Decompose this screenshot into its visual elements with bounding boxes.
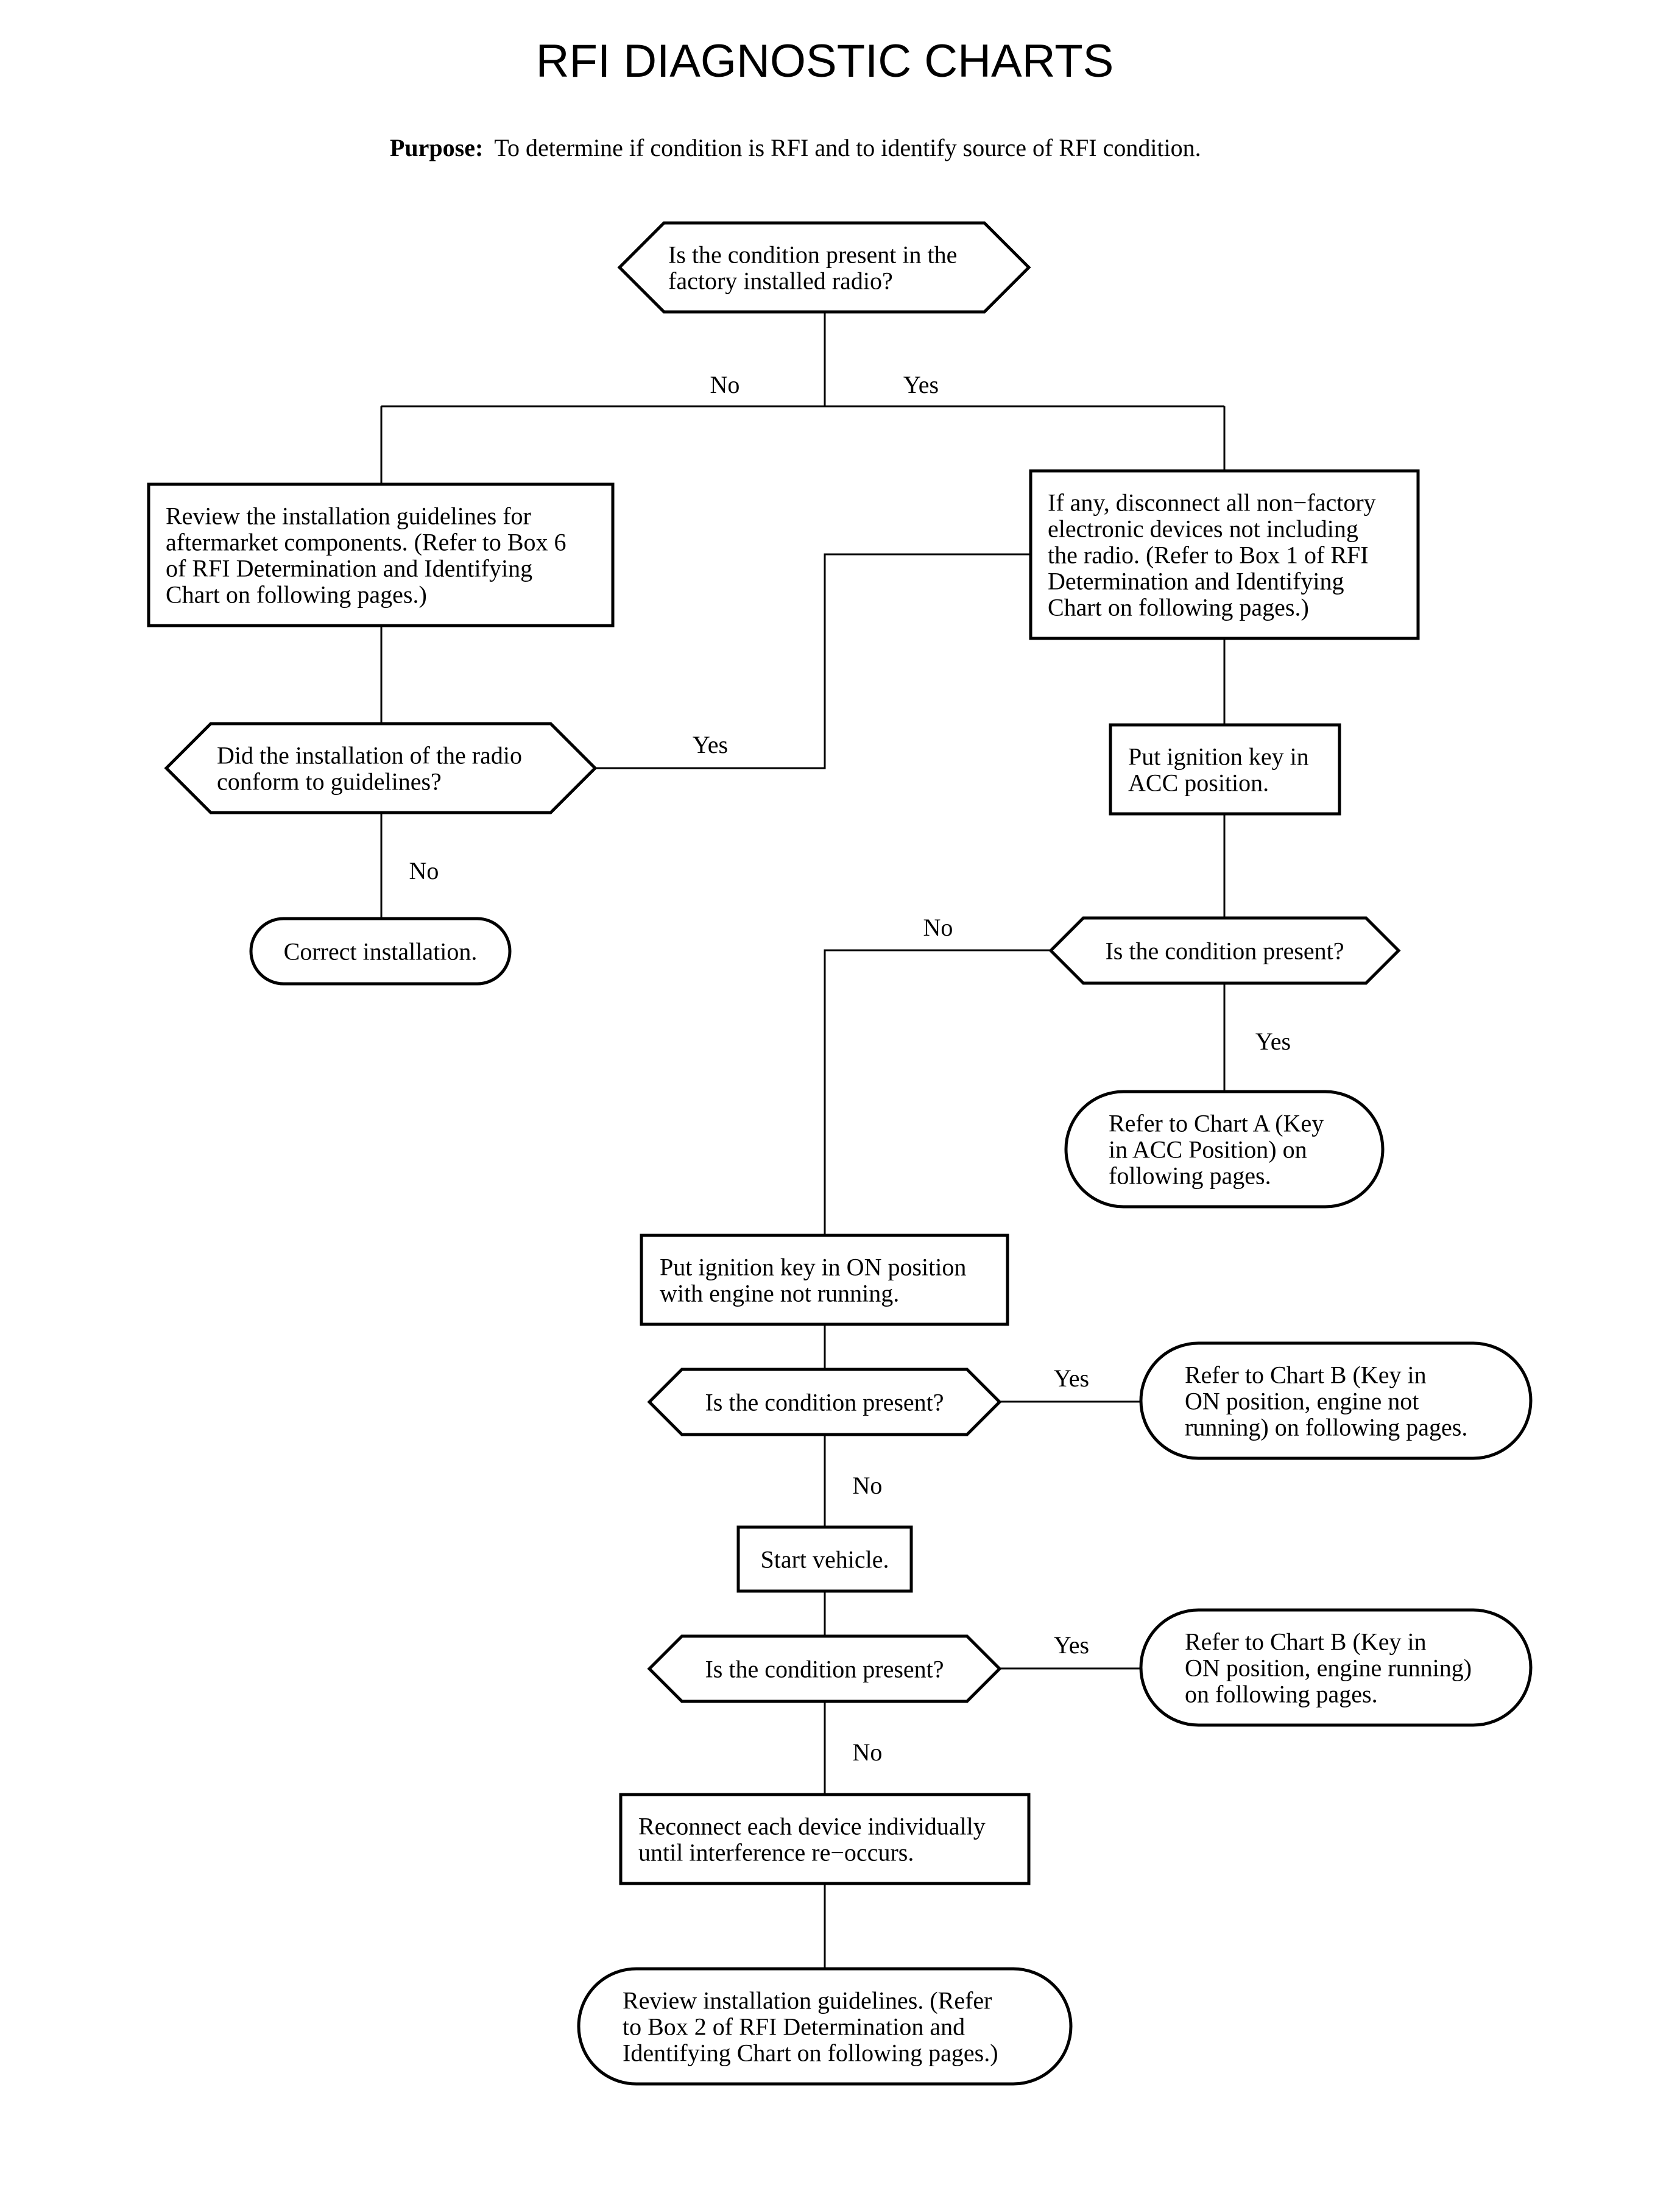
node-q-present-run: Is the condition present? bbox=[647, 1634, 1002, 1703]
node-q-conform: Did the installation of the radioconform… bbox=[164, 722, 598, 814]
node-text-line: electronic devices not including bbox=[1048, 515, 1358, 543]
node-text-line: on following pages. bbox=[1185, 1681, 1378, 1708]
process-shape bbox=[640, 1234, 1009, 1326]
node-text-line: to Box 2 of RFI Determination and bbox=[623, 2013, 965, 2041]
node-review-aftermarket: Review the installation guidelines foraf… bbox=[147, 482, 615, 627]
edge-label-factory-yes: Yes bbox=[903, 371, 939, 398]
edge-label-acc-no: No bbox=[923, 914, 953, 941]
process-shape bbox=[619, 1793, 1031, 1885]
node-text-line: Is the condition present? bbox=[705, 1656, 944, 1683]
terminal-shape bbox=[1139, 1341, 1533, 1460]
terminal-shape bbox=[1064, 1090, 1385, 1209]
node-text-line: Reconnect each device individually bbox=[638, 1813, 986, 1840]
edge-label-acc-yes: Yes bbox=[1255, 1028, 1291, 1055]
node-text-line: Did the installation of the radio bbox=[217, 742, 522, 769]
connector-line bbox=[824, 949, 1051, 1235]
node-text-line: in ACC Position) on bbox=[1109, 1136, 1307, 1163]
node-text-line: Start vehicle. bbox=[760, 1546, 889, 1573]
edge-label-conform-yes: Yes bbox=[693, 731, 728, 758]
terminal-shape bbox=[249, 917, 512, 986]
node-text-line: running) on following pages. bbox=[1185, 1414, 1467, 1441]
decision-shape bbox=[1048, 916, 1401, 985]
connector-line bbox=[595, 553, 1031, 769]
node-text-line: with engine not running. bbox=[660, 1280, 899, 1307]
purpose-text: To determine if condition is RFI and to … bbox=[494, 134, 1201, 161]
edge-label-conform-no: No bbox=[409, 857, 439, 884]
purpose-line: Purpose: To determine if condition is RFI… bbox=[390, 134, 1201, 161]
node-text-line: Refer to Chart B (Key in bbox=[1185, 1361, 1427, 1389]
node-disconnect: If any, disconnect all non−factoryelectr… bbox=[1029, 469, 1420, 640]
node-text-line: Identifying Chart on following pages.) bbox=[623, 2039, 998, 2067]
node-text-line: ON position, engine running) bbox=[1185, 1654, 1472, 1682]
node-text-line: Determination and Identifying bbox=[1048, 568, 1344, 595]
node-text-line: of RFI Determination and Identifying bbox=[166, 555, 532, 582]
node-text-line: ACC position. bbox=[1128, 769, 1269, 797]
node-text-line: Refer to Chart A (Key bbox=[1109, 1110, 1324, 1137]
purpose-label: Purpose: bbox=[390, 134, 483, 161]
node-text-line: If any, disconnect all non−factory bbox=[1048, 489, 1376, 517]
edge-label-run-yes: Yes bbox=[1054, 1631, 1089, 1659]
decision-shape bbox=[647, 1368, 1002, 1436]
node-text-line: until interference re−occurs. bbox=[638, 1839, 914, 1866]
process-shape bbox=[147, 482, 615, 627]
connector-lines bbox=[380, 312, 1226, 1969]
node-start-vehicle: Start vehicle. bbox=[736, 1525, 913, 1593]
process-shape bbox=[1109, 723, 1341, 816]
process-shape bbox=[736, 1525, 913, 1593]
node-text-line: Is the condition present in the bbox=[668, 241, 957, 269]
edge-label-factory-no: No bbox=[710, 371, 740, 398]
decision-shape bbox=[647, 1634, 1002, 1703]
decision-shape bbox=[164, 722, 598, 814]
node-review-final: Review installation guidelines. (Referto… bbox=[577, 1967, 1073, 2086]
page-title: RFI DIAGNOSTIC CHARTS bbox=[536, 35, 1114, 87]
node-text-line: the radio. (Refer to Box 1 of RFI bbox=[1048, 542, 1369, 569]
node-text-line: Review the installation guidelines for bbox=[166, 503, 531, 530]
node-text-line: Chart on following pages.) bbox=[1048, 594, 1309, 621]
node-text-line: factory installed radio? bbox=[668, 267, 893, 295]
decision-shape bbox=[617, 221, 1031, 314]
node-text-line: following pages. bbox=[1109, 1162, 1271, 1190]
process-shape bbox=[1029, 469, 1420, 640]
terminal-shape bbox=[577, 1967, 1073, 2086]
node-text-line: Is the condition present? bbox=[705, 1389, 944, 1416]
node-text-line: Put ignition key in bbox=[1128, 743, 1309, 771]
node-text-line: Refer to Chart B (Key in bbox=[1185, 1628, 1427, 1656]
node-text-line: conform to guidelines? bbox=[217, 768, 442, 796]
node-text-line: Chart on following pages.) bbox=[166, 581, 427, 609]
node-q-present-on: Is the condition present? bbox=[647, 1368, 1002, 1436]
node-text-line: Review installation guidelines. (Refer bbox=[623, 1987, 992, 2014]
node-text-line: ON position, engine not bbox=[1185, 1388, 1419, 1415]
edge-label-on-no: No bbox=[853, 1472, 883, 1499]
node-reconnect: Reconnect each device individuallyuntil … bbox=[619, 1793, 1031, 1885]
node-text-line: Is the condition present? bbox=[1105, 937, 1344, 965]
edge-label-run-no: No bbox=[853, 1739, 883, 1766]
node-text-line: aftermarket components. (Refer to Box 6 bbox=[166, 529, 566, 556]
node-text-line: Correct installation. bbox=[284, 938, 478, 966]
terminal-shape bbox=[1139, 1608, 1533, 1727]
node-correct-install: Correct installation. bbox=[249, 917, 512, 986]
node-q-present-acc: Is the condition present? bbox=[1048, 916, 1401, 985]
node-text-line: Put ignition key in ON position bbox=[660, 1254, 966, 1281]
edge-label-on-yes: Yes bbox=[1054, 1364, 1089, 1392]
